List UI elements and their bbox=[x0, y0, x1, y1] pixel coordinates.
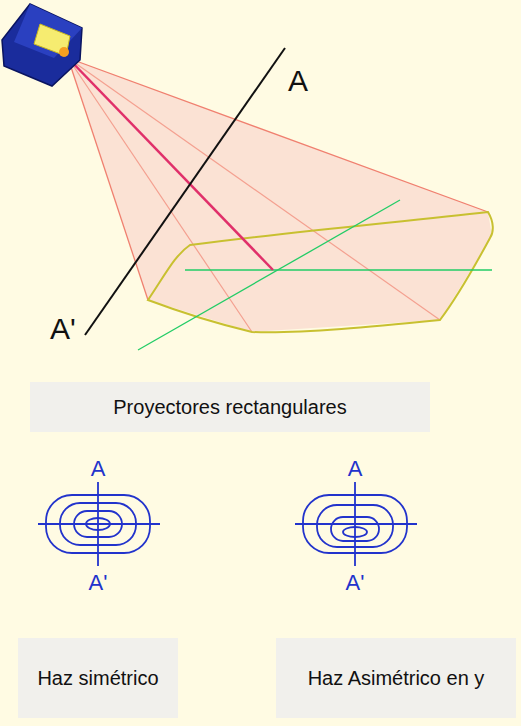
caption-text: Haz simétrico bbox=[37, 667, 158, 690]
section-line bbox=[85, 48, 285, 335]
section-label: A' bbox=[50, 314, 76, 344]
beam-edge bbox=[68, 58, 488, 212]
symmetric-beam-symbol bbox=[38, 482, 160, 566]
asymmetric-beam-symbol bbox=[295, 482, 417, 566]
section-label: A' bbox=[346, 572, 365, 594]
section-label: A bbox=[91, 458, 106, 480]
section-label: A' bbox=[89, 572, 108, 594]
section-label: A bbox=[348, 458, 363, 480]
central-ray bbox=[68, 58, 273, 270]
beam-edge bbox=[68, 58, 148, 300]
caption-text: Proyectores rectangulares bbox=[113, 396, 346, 419]
ground-axis bbox=[185, 269, 492, 270]
projector bbox=[2, 4, 82, 86]
caption-box: Proyectores rectangulares bbox=[30, 382, 430, 432]
caption-box: Haz Asimétrico en y bbox=[276, 638, 516, 718]
caption-text: Haz Asimétrico en y bbox=[308, 667, 485, 690]
caption-box: Haz simétrico bbox=[18, 638, 178, 718]
ground-axis bbox=[138, 200, 400, 350]
section-label: A bbox=[288, 66, 308, 96]
beam-fill bbox=[68, 58, 492, 332]
beam-edge bbox=[68, 58, 252, 332]
